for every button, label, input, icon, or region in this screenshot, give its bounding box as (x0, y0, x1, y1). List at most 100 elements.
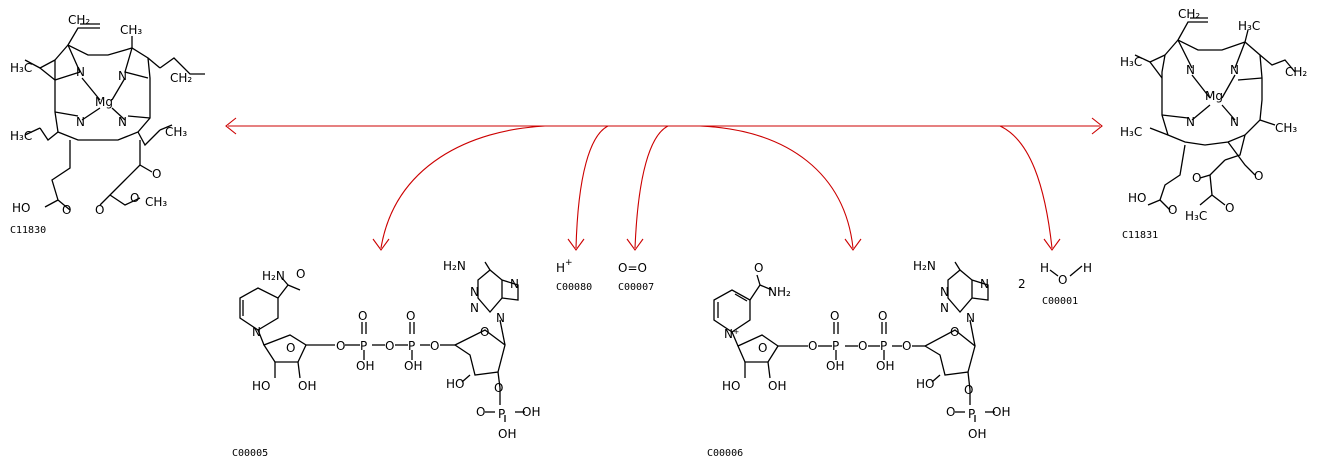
nadph-n-label: N (252, 325, 261, 339)
c11830-n1-label: N (76, 65, 85, 79)
compound-c00080: H + C00080 (556, 258, 592, 293)
c00006-bonds (713, 261, 995, 422)
c11831-n3-label: N (1186, 115, 1195, 129)
c11831-ch3-right-label: CH₃ (1275, 121, 1297, 135)
left-arrowhead-icon (225, 117, 237, 135)
right-arrowhead-icon (1091, 117, 1103, 135)
c11831-h3c-bottom-label: H₃C (1120, 125, 1142, 139)
c11831-n1-label: N (1186, 63, 1195, 77)
c11830-ester-o1-label: O (95, 203, 104, 217)
nadph-ho-2-label: HO (446, 377, 464, 391)
water-bond-2 (1069, 265, 1083, 277)
reaction-arrows (225, 117, 1103, 251)
c11830-mg-label: Mg (95, 95, 113, 109)
c11830-ho-label: HO (12, 201, 30, 215)
nadph-n9-label: N (496, 311, 505, 325)
nadp-p3-label: P (968, 407, 975, 421)
nadph-ribose2-o2-label: O (494, 381, 503, 395)
nadp-o-bridge1-label: O (808, 339, 817, 353)
c00007-id-label: C00007 (618, 282, 654, 293)
nadph-adenine-h2n-label: H₂N (443, 259, 466, 273)
nadph-h2n-label: H₂N (262, 269, 285, 283)
nadp-ribose2-o2-label: O (964, 383, 973, 397)
nadp-p3-o-label: O (946, 405, 955, 419)
nadp-p1-oh-label: OH (826, 359, 844, 373)
proton-charge-label: + (565, 258, 573, 268)
nadp-n7-label: N (980, 277, 989, 291)
nadph-ribose2-o-label: O (480, 325, 489, 339)
c11831-bonds (1134, 17, 1296, 211)
nadph-p2-oh-label: OH (404, 359, 422, 373)
nadph-p3-oh1-label: OH (522, 405, 540, 419)
c11830-bonds (24, 23, 205, 211)
c11831-acid-o-label: O (1168, 203, 1177, 217)
c00005-bonds (239, 261, 525, 422)
c11831-mg-label: Mg (1205, 89, 1223, 103)
nadph-p1-oh-label: OH (356, 359, 374, 373)
nadp-amide-o-label: O (754, 261, 763, 275)
oxygen-formula-label: O=O (618, 261, 647, 275)
c11830-h3c-bottom-label: H₃C (10, 129, 32, 143)
c00005-id-label: C00005 (232, 448, 268, 459)
c11831-vinyl-right-label: CH₂ (1285, 65, 1307, 79)
nadph-n7-label: N (510, 277, 519, 291)
nadph-p1-label: P (360, 339, 367, 353)
nadph-p2-o-label: O (406, 309, 415, 323)
nadph-o-bridge1-label: O (336, 339, 345, 353)
water-bond-1 (1049, 269, 1059, 277)
nadp-ho-1-label: HO (722, 379, 740, 393)
c11830-ch3-right-label: CH₃ (165, 125, 187, 139)
nadp-arrowhead-icon (844, 238, 862, 251)
oxygen-arrowhead-icon (626, 238, 644, 251)
proton-h-label: H (556, 261, 565, 275)
c11830-vinyl-right-label: CH₂ (170, 71, 192, 85)
nadp-o-bridge2-label: O (858, 339, 867, 353)
c00001-id-label: C00001 (1042, 296, 1078, 307)
c11830-h3c-left-label: H₃C (10, 61, 32, 75)
nadp-o-bridge3-label: O (902, 339, 911, 353)
nadp-p2-label: P (880, 339, 887, 353)
c11831-n4-label: N (1230, 115, 1239, 129)
curve-to-proton (575, 125, 609, 249)
nadph-n1-label: N (470, 301, 479, 315)
nadph-amide-o-label: O (296, 267, 305, 281)
c11831-id-label: C11831 (1122, 230, 1158, 241)
c11831-h3c-left-label: H₃C (1120, 55, 1142, 69)
nadph-ribose1-o-label: O (286, 341, 295, 355)
water-arrowhead-icon (1043, 238, 1061, 251)
c11831-ho-label: HO (1128, 191, 1146, 205)
nadph-arrowhead-icon (372, 238, 390, 251)
nadph-p3-o-label: O (476, 405, 485, 419)
c11830-n3-label: N (76, 115, 85, 129)
nadp-adenine-h2n-label: H₂N (913, 259, 936, 273)
c11830-ester-ch3-label: CH₃ (145, 195, 167, 209)
c11831-vinyl-ch2-label: CH₂ (1178, 7, 1200, 21)
nadp-n1-label: N (940, 301, 949, 315)
c11830-ketone-o-label: O (152, 167, 161, 181)
nadph-p3-label: P (498, 407, 505, 421)
nadp-p3-oh1-label: OH (992, 405, 1010, 419)
compound-c00006: N⁺ O NH₂ O HO OH O P O OH O P O OH O O H… (707, 259, 1010, 459)
c11830-n4-label: N (118, 115, 127, 129)
nadph-p1-o-label: O (358, 309, 367, 323)
proton-arrowhead-icon (567, 238, 585, 251)
nadp-p1-o-label: O (830, 309, 839, 323)
c11831-ester-o1-label: O (1192, 171, 1201, 185)
nadph-ho-1-label: HO (252, 379, 270, 393)
curve-to-oxygen (634, 125, 669, 249)
nadp-n3-label: N (940, 285, 949, 299)
c11830-vinyl-ch2-label: CH₂ (68, 13, 90, 27)
nadp-n-plus-label: N⁺ (724, 327, 739, 341)
c11831-h3c-ester-label: H₃C (1185, 209, 1207, 223)
nadph-o-bridge2-label: O (385, 339, 394, 353)
c11830-n2-label: N (118, 69, 127, 83)
nadph-p3-oh2-label: OH (498, 427, 516, 441)
compound-c11830: CH₂ CH₃ CH₂ H₃C H₃C CH₃ N N N N Mg O HO … (10, 13, 205, 236)
nadp-nh2-label: NH₂ (768, 285, 791, 299)
c11831-n2-label: N (1230, 63, 1239, 77)
nadp-p2-oh-label: OH (876, 359, 894, 373)
c11830-id-label: C11830 (10, 225, 46, 236)
water-h2-label: H (1083, 261, 1092, 275)
c11830-ester-o2-label: O (130, 191, 139, 205)
